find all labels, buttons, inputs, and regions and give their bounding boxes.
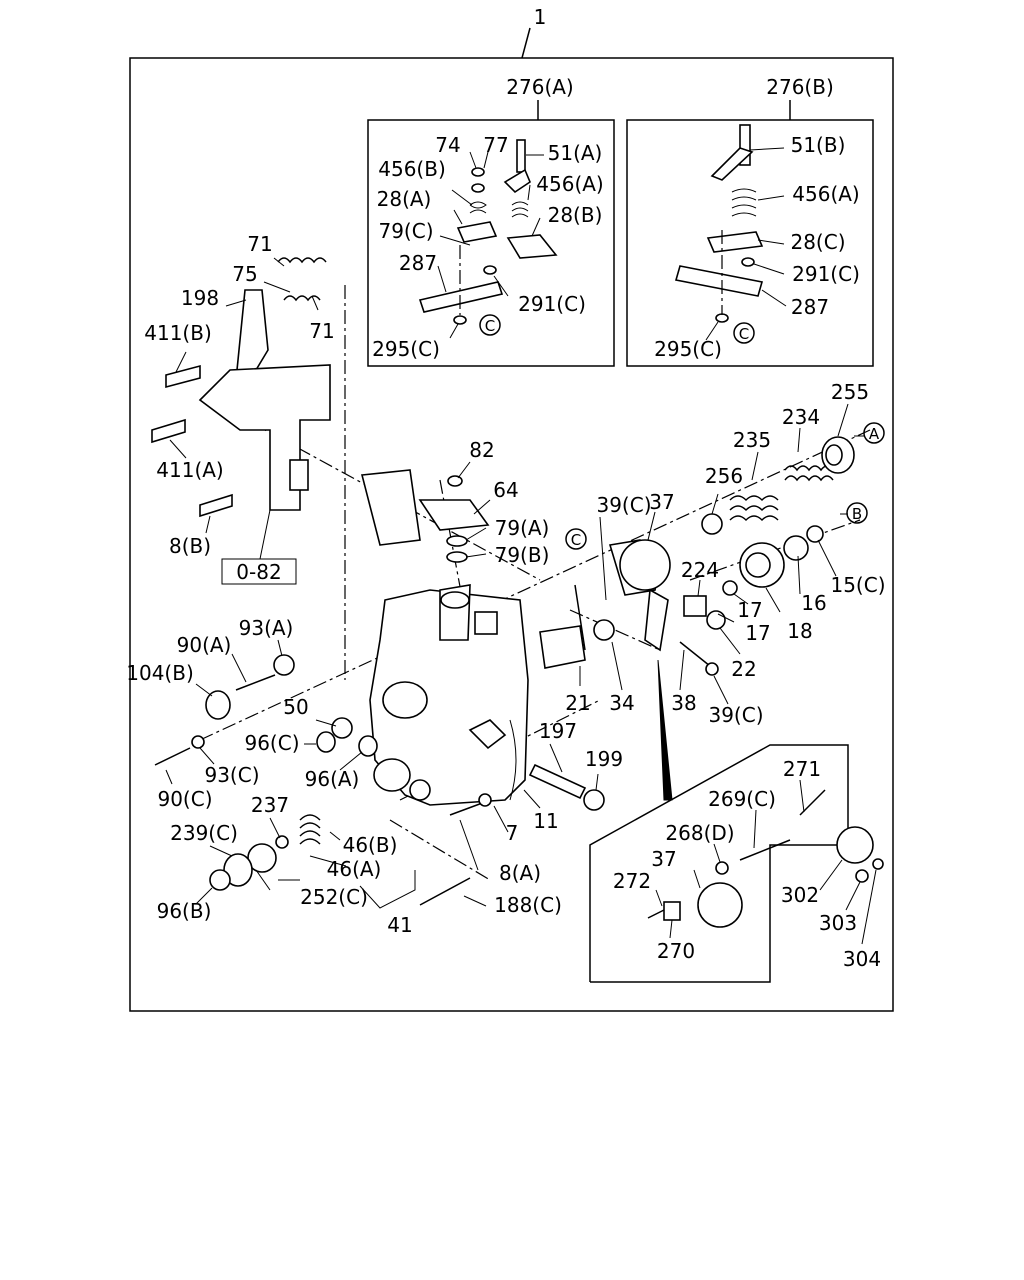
- part-label-l41: 41: [387, 913, 412, 937]
- part-label-l46b: 46(B): [343, 833, 398, 857]
- callout-circles: C C A B C: [479, 314, 885, 550]
- part-label-l272: 272: [613, 869, 651, 893]
- part-label-l79a: 79(A): [495, 516, 550, 540]
- bracket-assembly: [151, 257, 331, 518]
- part-label-l239c: 239(C): [170, 821, 238, 845]
- part-label-l96a: 96(A): [305, 767, 360, 791]
- sub-assembly-parts: [647, 789, 884, 928]
- part-label-l235: 235: [733, 428, 771, 452]
- part-label-l234: 234: [782, 405, 820, 429]
- part-label-l270: 270: [657, 939, 695, 963]
- part-label-l79b: 79(B): [495, 543, 550, 567]
- part-label-l456a_1: 456(A): [536, 172, 603, 196]
- kit-a-parts: [418, 139, 558, 325]
- part-label-l21: 21: [565, 691, 590, 715]
- part-label-l77: 77: [483, 133, 508, 157]
- governor-housing: [369, 584, 529, 806]
- part-label-l255: 255: [831, 380, 869, 404]
- part-label-l51b: 51(B): [791, 133, 846, 157]
- part-label-l237: 237: [251, 793, 289, 817]
- part-label-l224: 224: [681, 558, 719, 582]
- assembly-number: 1: [534, 5, 547, 29]
- part-label-l16: 16: [801, 591, 826, 615]
- reference-box-label: 0-82: [236, 560, 281, 584]
- part-label-l295c_1: 295(C): [372, 337, 440, 361]
- part-label-l74: 74: [435, 133, 460, 157]
- part-label-l271: 271: [783, 757, 821, 781]
- callout-c-kit-a: C: [485, 317, 495, 335]
- part-label-l39c_2: 39(C): [708, 703, 763, 727]
- part-label-l456b: 456(B): [378, 157, 446, 181]
- part-label-l303: 303: [819, 911, 857, 935]
- part-label-l90c: 90(C): [157, 787, 212, 811]
- part-labels: 74 77 51(A) 456(B) 456(A) 28(A) 28(B) 79(C) 287 2…: [126, 133, 885, 971]
- part-label-l96b: 96(B): [157, 899, 212, 923]
- callout-c-main: C: [571, 531, 581, 549]
- part-label-l7: 7: [506, 821, 519, 845]
- part-label-l17a: 17: [737, 598, 762, 622]
- part-label-l291c_1: 291(C): [518, 292, 586, 316]
- part-label-l79c_1: 79(C): [378, 219, 433, 243]
- left-side-parts: [154, 654, 605, 906]
- part-label-l11: 11: [533, 809, 558, 833]
- part-label-l39c_1: 39(C): [596, 493, 651, 517]
- part-label-l28a: 28(A): [377, 187, 432, 211]
- part-label-l17b: 17: [745, 621, 770, 645]
- callout-b: B: [852, 505, 862, 523]
- part-label-l287_2: 287: [791, 295, 829, 319]
- top-lever-parts: [360, 469, 490, 563]
- part-label-l295c_2: 295(C): [654, 337, 722, 361]
- part-label-l8b: 8(B): [169, 534, 211, 558]
- part-label-l188c: 188(C): [494, 893, 562, 917]
- kit-a-title: 276(A): [506, 75, 573, 99]
- part-label-l96c: 96(C): [244, 731, 299, 755]
- part-label-l28b: 28(B): [548, 203, 603, 227]
- frames: [129, 27, 894, 1012]
- part-label-l90a: 90(A): [177, 633, 232, 657]
- kit-b-parts: [674, 124, 764, 323]
- part-label-l51a: 51(A): [548, 141, 603, 165]
- part-label-l75: 75: [232, 262, 257, 286]
- kit-b-title: 276(B): [766, 75, 834, 99]
- part-label-l104b: 104(B): [126, 661, 194, 685]
- callout-a: A: [869, 425, 880, 443]
- part-label-l15c: 15(C): [830, 573, 885, 597]
- part-label-l37_2: 37: [651, 847, 676, 871]
- part-label-l37_1: 37: [649, 490, 674, 514]
- part-label-l93a: 93(A): [239, 616, 294, 640]
- part-label-l304: 304: [843, 947, 881, 971]
- part-label-l71a: 71: [247, 232, 272, 256]
- part-label-l287_1: 287: [399, 251, 437, 275]
- part-label-l268d: 268(D): [665, 821, 734, 845]
- part-label-l199: 199: [585, 747, 623, 771]
- part-label-l50: 50: [283, 695, 308, 719]
- leader-lines: [165, 147, 877, 945]
- part-label-l8a: 8(A): [499, 861, 541, 885]
- part-label-l291c_2: 291(C): [792, 262, 860, 286]
- callout-c-kit-b: C: [739, 325, 749, 343]
- part-label-l38: 38: [671, 691, 696, 715]
- part-label-l64: 64: [493, 478, 518, 502]
- part-label-l28c: 28(C): [790, 230, 845, 254]
- part-label-l269c: 269(C): [708, 787, 776, 811]
- part-label-l34: 34: [609, 691, 634, 715]
- part-label-l46a: 46(A): [327, 857, 382, 881]
- part-label-l302: 302: [781, 883, 819, 907]
- part-label-l71b: 71: [309, 319, 334, 343]
- part-label-l82: 82: [469, 438, 494, 462]
- part-label-l456a_2: 456(A): [792, 182, 859, 206]
- right-side-parts: [539, 436, 855, 801]
- part-label-l22: 22: [731, 657, 756, 681]
- part-label-l256: 256: [705, 464, 743, 488]
- part-label-l197: 197: [539, 719, 577, 743]
- part-label-l411a: 411(A): [156, 458, 223, 482]
- part-label-l198: 198: [181, 286, 219, 310]
- part-label-l18: 18: [787, 619, 812, 643]
- part-label-l411b: 411(B): [144, 321, 212, 345]
- part-label-l252c: 252(C): [300, 885, 368, 909]
- part-label-l93c: 93(C): [204, 763, 259, 787]
